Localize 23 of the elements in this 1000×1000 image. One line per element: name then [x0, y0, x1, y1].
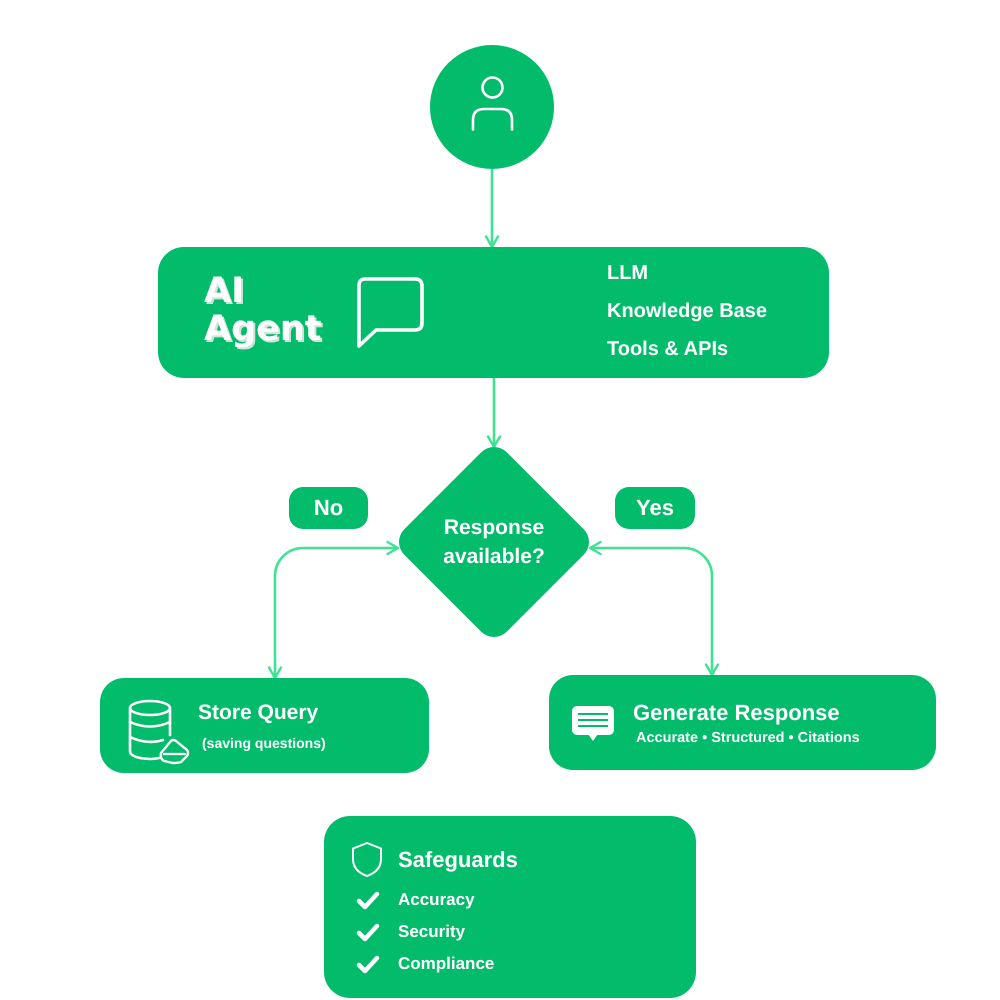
- checklist-item: Accuracy: [398, 889, 475, 911]
- decision-text: Response available?: [442, 515, 546, 570]
- checklist-item: Security: [398, 921, 466, 943]
- panel-title: Safeguards: [398, 846, 518, 874]
- arrow: [486, 378, 502, 448]
- safeguards-panel: [324, 816, 696, 998]
- step-title: Store Query: [198, 700, 318, 726]
- step-subtitle: (saving questions): [202, 734, 326, 752]
- agent-title: AI Agent: [204, 272, 323, 348]
- capability-label: Tools & APIs: [607, 337, 728, 362]
- arrow: [484, 169, 500, 248]
- capability-label: LLM: [607, 261, 648, 286]
- double-arrow: [268, 540, 400, 680]
- process-box: [549, 675, 936, 770]
- process-box: [100, 678, 429, 773]
- branch-tag: No: [289, 487, 368, 529]
- agent-panel: [158, 247, 829, 378]
- branch-tag: Yes: [615, 487, 695, 529]
- capability-label: Knowledge Base: [607, 299, 768, 324]
- step-subtitle: Accurate • Structured • Citations: [636, 729, 860, 747]
- double-arrow: [588, 540, 720, 676]
- checklist-item: Compliance: [398, 953, 494, 975]
- step-title: Generate Response: [633, 699, 840, 727]
